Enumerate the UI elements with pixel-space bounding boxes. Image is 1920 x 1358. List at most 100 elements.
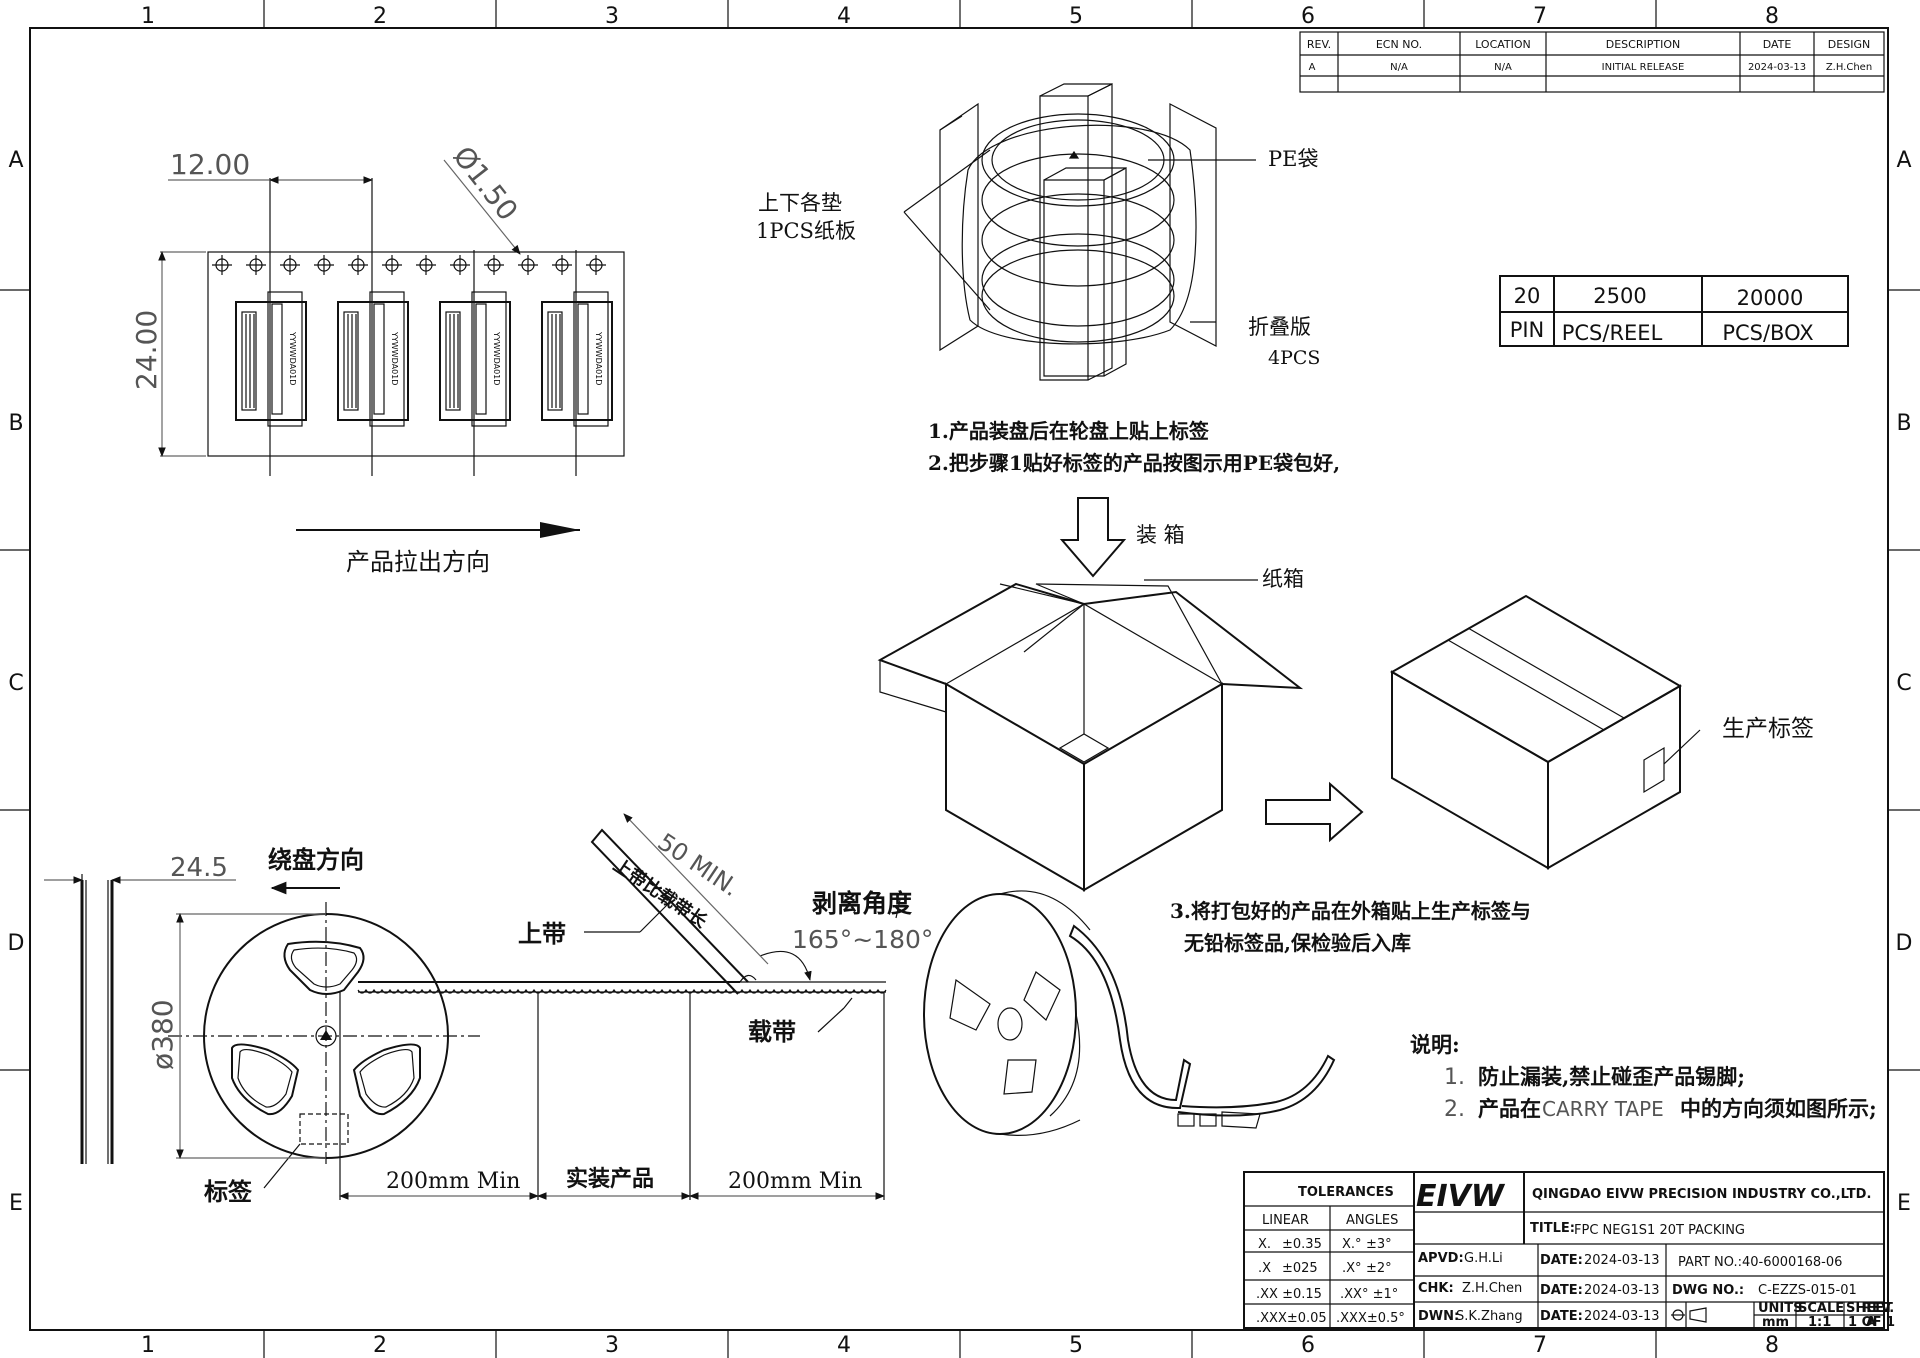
qty-pcs-reel: 2500 — [1593, 284, 1646, 308]
quantity-table: 20 2500 20000 PIN PCS/REEL PCS/BOX — [1499, 275, 1849, 347]
carrier-tape-view: YYWWDA01D YYWWDA01D YYWWDA01D YYWWDA01D — [130, 140, 625, 576]
tb-date-label-2: DATE: — [1540, 1283, 1583, 1298]
qty-pcs-box: 20000 — [1737, 286, 1804, 310]
open-carton-view: 装 箱 纸箱 — [877, 497, 1304, 892]
tb-date-1: 2024-03-13 — [1584, 1253, 1660, 1268]
rev-cell-design: Z.H.Chen — [1826, 62, 1872, 73]
zone-row-e-right: E — [1897, 1191, 1911, 1216]
segment-2-label: 实装产品 — [566, 1166, 654, 1192]
tb-tol-row3-linear: .XX ±0.15 — [1256, 1287, 1322, 1302]
pe-bag-label: PE袋 — [1268, 147, 1318, 171]
zone-row-a-right: A — [1896, 148, 1911, 173]
note-1-text: 防止漏装,禁止碰歪产品锡脚; — [1478, 1064, 1745, 1089]
tb-date-2: 2024-03-13 — [1584, 1283, 1660, 1298]
rev-header-design: DESIGN — [1828, 38, 1870, 51]
tb-linear: LINEAR — [1262, 1213, 1309, 1228]
reel-label-text: 标签 — [204, 1177, 253, 1206]
tb-dwg-no: C-EZZS-015-01 — [1758, 1283, 1857, 1298]
reel-diagram: 24.5 绕盘方向 标签 ø380 — [44, 845, 480, 1206]
reel-diameter-dim: ø380 — [146, 999, 179, 1070]
step-3-line1: 3.将打包好的产品在外箱贴上生产标签与 — [1170, 899, 1531, 923]
note-2-text-b: CARRY TAPE — [1542, 1097, 1664, 1121]
folding-board-qty: 4PCS — [1268, 347, 1320, 369]
zone-row-e-left: E — [9, 1191, 23, 1216]
connector-part-1: YYWWDA01D — [235, 291, 307, 427]
tb-sheet-label: SHEET — [1846, 1301, 1893, 1316]
sealed-box-view: 生产标签 — [1389, 594, 1814, 870]
tb-apvd: G.H.Li — [1464, 1251, 1503, 1266]
rev-cell-description: INITIAL RELEASE — [1602, 62, 1685, 73]
tb-scale-label: SCALE — [1798, 1301, 1844, 1316]
reel-perspective-view — [923, 890, 1336, 1136]
part-marking-1: YYWWDA01D — [288, 331, 297, 385]
zone-col-8-bottom: 8 — [1765, 1333, 1779, 1358]
tb-tol-row1-angle-val: ±3° — [1366, 1237, 1392, 1252]
tb-title-label: TITLE: — [1530, 1221, 1575, 1236]
tb-tol-row2-linear: .X — [1258, 1261, 1271, 1276]
tb-company: QINGDAO EIVW PRECISION INDUSTRY CO.,LTD. — [1532, 1187, 1871, 1202]
notes-title: 说明: — [1410, 1032, 1460, 1057]
tb-rev-label: REV. — [1862, 1301, 1894, 1316]
carton-label: 纸箱 — [1262, 567, 1304, 591]
dim-pitch: 12.00 — [170, 148, 250, 181]
tb-tol-row1-angle: X.° — [1342, 1237, 1362, 1252]
title-block: TOLERANCES LINEAR ANGLES X. ±0.35 X.° ±3… — [1243, 1171, 1895, 1330]
zone-col-1-bottom: 1 — [141, 1333, 155, 1358]
tb-tol-row1-linear-val: ±0.35 — [1282, 1237, 1322, 1252]
reel-packing-view: 上下各垫 1PCS纸板 PE袋 折叠版 4PCS 1.产品装盘后在轮盘上贴上标签… — [756, 83, 1340, 475]
zone-col-5-bottom: 5 — [1069, 1333, 1083, 1358]
zone-col-6-bottom: 6 — [1301, 1333, 1315, 1358]
boxing-label: 装 箱 — [1136, 523, 1185, 547]
zone-col-8-top: 8 — [1765, 4, 1779, 29]
tb-sheet: 1 OF 1 — [1848, 1315, 1895, 1330]
qty-pcs-box-label: PCS/BOX — [1722, 321, 1813, 345]
qty-pin-count: 20 — [1514, 284, 1541, 308]
tb-dwn-label: DWN: — [1418, 1309, 1459, 1324]
connector-part-4: YYWWDA01D — [541, 291, 613, 427]
tb-date-3: 2024-03-13 — [1584, 1309, 1660, 1324]
step-1-text: 1.产品装盘后在轮盘上贴上标签 — [928, 419, 1210, 443]
note-2-text-a: 产品在 — [1478, 1096, 1541, 1121]
dim-hole: Ø1.50 — [446, 140, 524, 227]
rev-header-location: LOCATION — [1475, 38, 1531, 51]
segment-3-label: 200mm Min — [728, 1169, 862, 1194]
rev-header-description: DESCRIPTION — [1606, 38, 1680, 51]
revision-table: REV. ECN NO. LOCATION DESCRIPTION DATE D… — [1299, 31, 1885, 93]
tb-chk-label: CHK: — [1418, 1281, 1454, 1296]
step-3-line2: 无铅标签品,保检验后入库 — [1184, 931, 1411, 955]
rev-header-rev: REV. — [1307, 38, 1331, 51]
qty-pin-label: PIN — [1510, 318, 1545, 342]
zone-col-2-bottom: 2 — [373, 1333, 387, 1358]
zone-row-b-left: B — [8, 411, 23, 436]
connector-part-3: YYWWDA01D — [439, 291, 511, 427]
zone-col-4-top: 4 — [837, 4, 851, 29]
zone-row-c-left: C — [8, 671, 23, 696]
zone-col-4-bottom: 4 — [837, 1333, 851, 1358]
tb-tol-row3-angle: .XX° ±1° — [1340, 1287, 1398, 1302]
process-arrow — [1265, 781, 1364, 843]
zone-col-3-bottom: 3 — [605, 1333, 619, 1358]
tb-tol-row2-linear-val: ±025 — [1282, 1261, 1318, 1276]
step-2-text: 2.把步骤1贴好标签的产品按图示用PE袋包好, — [928, 451, 1340, 475]
notes-block: 说明: 1. 防止漏装,禁止碰歪产品锡脚; 2. 产品在 CARRY TAPE … — [1410, 1032, 1877, 1122]
note-2-text-c: 中的方向须如图所示; — [1680, 1096, 1877, 1121]
pad-label-line2: 1PCS纸板 — [756, 219, 856, 243]
part-marking-2: YYWWDA01D — [390, 331, 399, 385]
rev-header-date: DATE — [1763, 38, 1792, 51]
tb-logo: EIVW — [1416, 1179, 1506, 1214]
zone-row-b-right: B — [1896, 411, 1911, 436]
rev-header-ecn: ECN NO. — [1376, 38, 1422, 51]
note-1-number: 1. — [1444, 1065, 1465, 1090]
zone-row-c-right: C — [1896, 671, 1911, 696]
peel-angle-range: 165°~180° — [792, 925, 933, 954]
zone-col-2-top: 2 — [373, 4, 387, 29]
tb-rev: A — [1866, 1315, 1876, 1330]
zone-col-5-top: 5 — [1069, 4, 1083, 29]
part-marking-3: YYWWDA01D — [492, 331, 501, 385]
rev-cell-location: N/A — [1494, 62, 1512, 73]
connector-part-2: YYWWDA01D — [337, 291, 409, 427]
zone-col-7-top: 7 — [1533, 4, 1547, 29]
tb-angles: ANGLES — [1346, 1213, 1398, 1228]
tb-part-no: PART NO.:40-6000168-06 — [1678, 1255, 1842, 1270]
